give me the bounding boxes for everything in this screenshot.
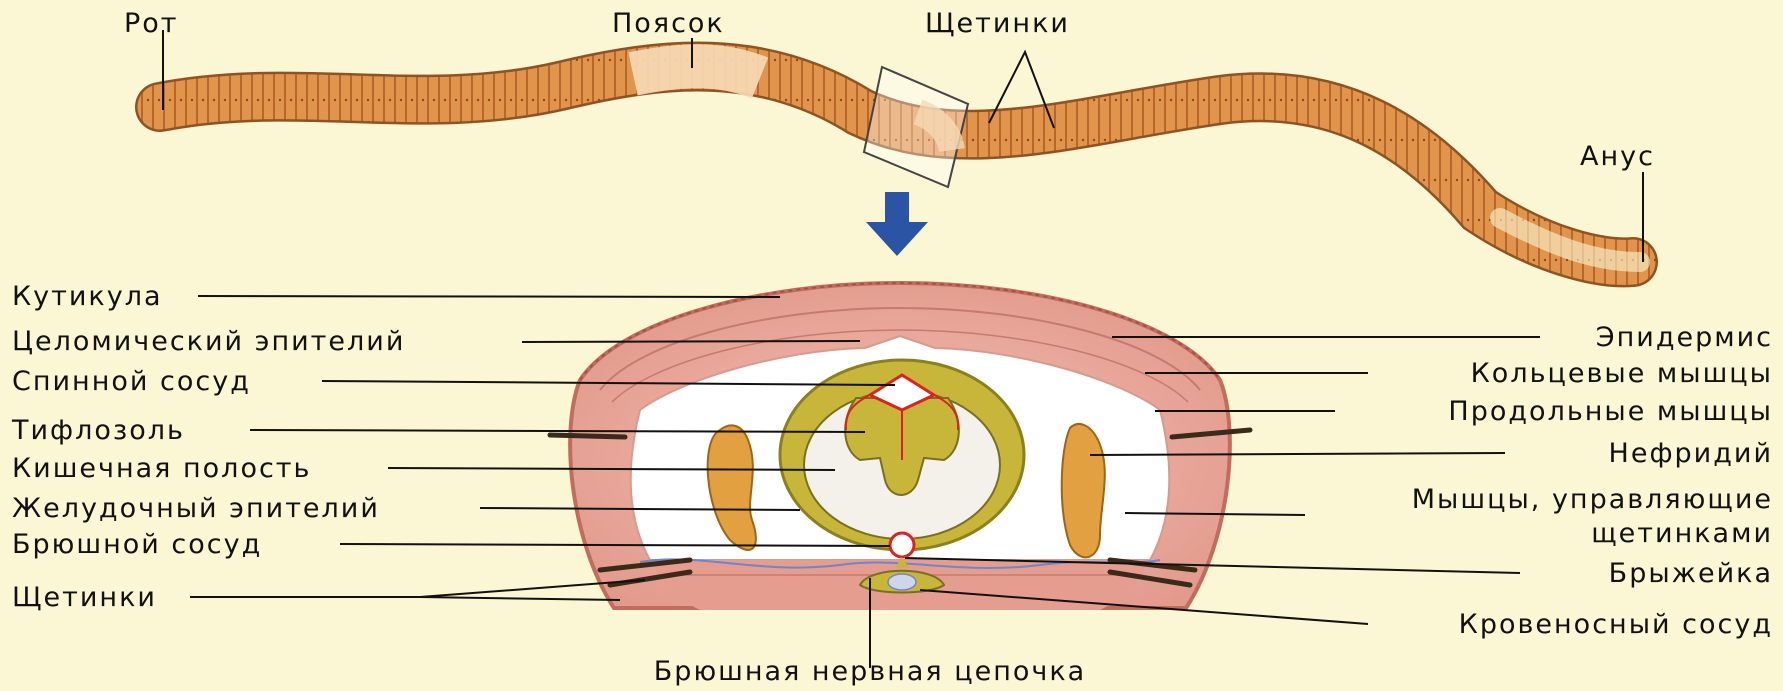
label-ventral-nerve-cord: Брюшная нервная цепочка xyxy=(610,658,1130,685)
label-blood-vessel: Кровеносный сосуд xyxy=(1459,611,1773,638)
down-arrow-icon xyxy=(866,192,928,256)
label-anus: Анус xyxy=(1580,143,1655,170)
label-dorsal-vessel: Спинной сосуд xyxy=(12,368,251,395)
label-mouth: Рот xyxy=(124,10,179,37)
cross-section xyxy=(550,283,1250,610)
label-typhlosole: Тифлозоль xyxy=(12,417,185,444)
label-circular-muscles: Кольцевые мышцы xyxy=(1471,360,1773,387)
label-longitudinal-muscles: Продольные мышцы xyxy=(1448,398,1773,425)
label-mesentery: Брыжейка xyxy=(1609,560,1773,587)
label-ventral-vessel: Брюшной сосуд xyxy=(12,531,262,558)
clitellum xyxy=(633,66,760,78)
label-coelomic-epithelium: Целомический эпителий xyxy=(12,328,405,355)
label-setae-muscles-line1: Мышцы, управляющие xyxy=(1412,486,1773,513)
label-intestinal-cavity: Кишечная полость xyxy=(12,455,311,482)
label-epidermis: Эпидермис xyxy=(1596,324,1773,351)
label-gastric-epithelium: Желудочный эпителий xyxy=(12,495,380,522)
label-setae-muscles-line2: щетинками xyxy=(1591,520,1773,547)
label-setae-bottom: Щетинки xyxy=(12,584,157,611)
label-cuticle: Кутикула xyxy=(12,283,163,310)
label-clitellum: Поясок xyxy=(612,10,725,37)
label-nephridium: Нефридий xyxy=(1609,440,1773,467)
label-setae-top: Щетинки xyxy=(925,10,1070,37)
